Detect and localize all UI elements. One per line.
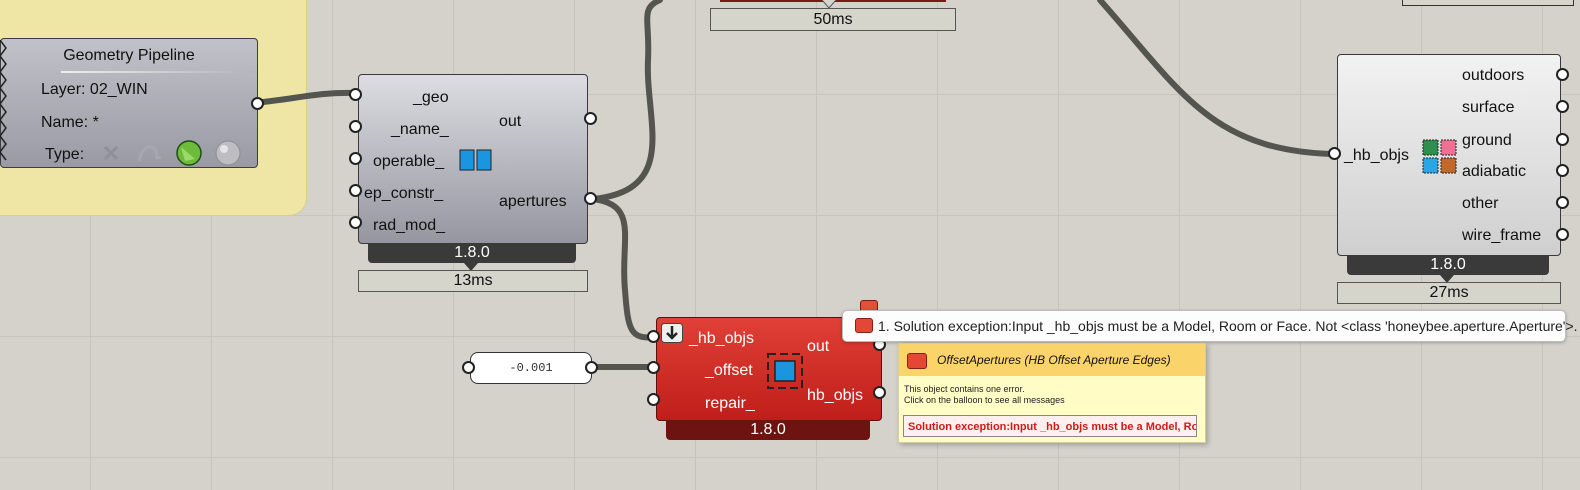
output-apertures: apertures bbox=[499, 193, 567, 210]
wire-top-right bbox=[1097, 0, 1335, 157]
tooltip-header bbox=[899, 344, 1205, 376]
pointer-notch bbox=[464, 263, 478, 271]
boundary-condition-icon bbox=[1422, 139, 1457, 174]
offset-version-bar: 1.8.0 bbox=[666, 420, 870, 440]
type-icons bbox=[103, 140, 241, 166]
port-adiabatic[interactable] bbox=[1556, 164, 1569, 177]
boundary-timer: 27ms bbox=[1337, 282, 1561, 304]
output-out: out bbox=[807, 338, 830, 355]
input-rad-mod: rad_mod_ bbox=[373, 217, 446, 234]
input-ep-constr: ep_constr_ bbox=[364, 185, 444, 202]
window-icon bbox=[459, 149, 492, 171]
wire-apertures-down bbox=[590, 196, 659, 341]
panel-input-port[interactable] bbox=[462, 361, 475, 374]
boundary-version-bar: 1.8.0 bbox=[1347, 255, 1549, 275]
input-operable: operable_ bbox=[373, 153, 445, 170]
input-offset: _offset bbox=[705, 362, 753, 379]
title-separator bbox=[61, 71, 251, 73]
input-geo: _geo bbox=[413, 89, 449, 106]
port-ground[interactable] bbox=[1556, 133, 1569, 146]
boundary-component[interactable]: _hb_objs outdoors surface ground adiabat… bbox=[1337, 54, 1561, 256]
port-ep-constr[interactable] bbox=[349, 184, 362, 197]
port-out[interactable] bbox=[584, 112, 597, 125]
output-other: other bbox=[1462, 195, 1499, 212]
name-label: Name: * bbox=[41, 114, 99, 131]
output-surface: surface bbox=[1462, 99, 1515, 116]
curve-icon bbox=[137, 145, 162, 162]
port-operable[interactable] bbox=[349, 152, 362, 165]
port-offset-in[interactable] bbox=[647, 361, 660, 374]
mesh-icon bbox=[215, 140, 241, 166]
flatten-arrow-icon[interactable] bbox=[661, 323, 683, 343]
panel-output-port[interactable] bbox=[585, 361, 598, 374]
aperture-component[interactable]: _geo _name_ operable_ ep_constr_ rad_mod… bbox=[358, 74, 588, 244]
input-zigzag bbox=[0, 40, 7, 161]
port-hb-objs-out[interactable] bbox=[873, 386, 886, 399]
port-rad-mod[interactable] bbox=[349, 216, 362, 229]
port-surface[interactable] bbox=[1556, 100, 1569, 113]
port-hb-objs[interactable] bbox=[1328, 147, 1341, 160]
wire-geometry-to-geo bbox=[260, 89, 359, 105]
tooltip-line-2: Click on the balloon to see all messages bbox=[904, 395, 1065, 405]
error-balloon[interactable]: 1. Solution exception:Input _hb_objs mus… bbox=[842, 310, 1578, 342]
geometry-pipeline-title: Geometry Pipeline bbox=[63, 47, 195, 64]
layer-label: Layer: 02_WIN bbox=[41, 81, 148, 98]
offset-aperture-icon bbox=[767, 353, 803, 389]
tooltip-line-1: This object contains one error. bbox=[904, 384, 1025, 394]
aperture-version-bar: 1.8.0 bbox=[368, 243, 576, 263]
error-balloon-message: 1. Solution exception:Input _hb_objs mus… bbox=[878, 318, 1578, 334]
component-tooltip: OffsetApertures (HB Offset Aperture Edge… bbox=[898, 343, 1206, 443]
error-balloon-icon bbox=[855, 318, 873, 333]
type-label: Type: bbox=[45, 146, 85, 163]
input-name: _name_ bbox=[391, 121, 449, 138]
surface-icon bbox=[176, 140, 202, 166]
offset-apertures-component[interactable]: _hb_objs _offset repair_ out hb_objs bbox=[656, 317, 882, 421]
port-outdoors[interactable] bbox=[1556, 68, 1569, 81]
wire-apertures-up bbox=[590, 0, 663, 202]
error-icon bbox=[907, 353, 927, 369]
top-right-component-edge bbox=[1402, 0, 1574, 6]
port-repair-in[interactable] bbox=[647, 393, 660, 406]
output-hb-objs: hb_objs bbox=[807, 387, 864, 404]
input-hb-objs: _hb_objs bbox=[1344, 147, 1409, 164]
port-name[interactable] bbox=[349, 120, 362, 133]
point-icon bbox=[103, 145, 119, 161]
output-out: out bbox=[499, 113, 522, 130]
input-hb-objs: _hb_objs bbox=[689, 330, 754, 347]
top-timer: 50ms bbox=[710, 8, 956, 31]
port-other[interactable] bbox=[1556, 196, 1569, 209]
port-hb-objs-in[interactable] bbox=[647, 330, 660, 343]
geometry-output-port[interactable] bbox=[251, 97, 264, 110]
port-wire-frame[interactable] bbox=[1556, 228, 1569, 241]
offset-number-panel[interactable]: -0.001 bbox=[470, 352, 592, 384]
output-wire-frame: wire_frame bbox=[1462, 227, 1542, 244]
output-ground: ground bbox=[1462, 132, 1512, 149]
pointer-notch bbox=[1440, 275, 1454, 283]
port-apertures[interactable] bbox=[584, 192, 597, 205]
port-geo[interactable] bbox=[349, 88, 362, 101]
output-adiabatic: adiabatic bbox=[1462, 163, 1527, 180]
geometry-pipeline-component[interactable]: Geometry Pipeline Layer: 02_WIN Name: * … bbox=[0, 38, 264, 168]
tooltip-error-message: Solution exception:Input _hb_objs must b… bbox=[903, 415, 1197, 437]
input-repair: repair_ bbox=[705, 395, 755, 412]
aperture-timer: 13ms bbox=[358, 270, 588, 292]
output-outdoors: outdoors bbox=[1462, 67, 1525, 84]
tooltip-title: OffsetApertures (HB Offset Aperture Edge… bbox=[937, 353, 1171, 367]
